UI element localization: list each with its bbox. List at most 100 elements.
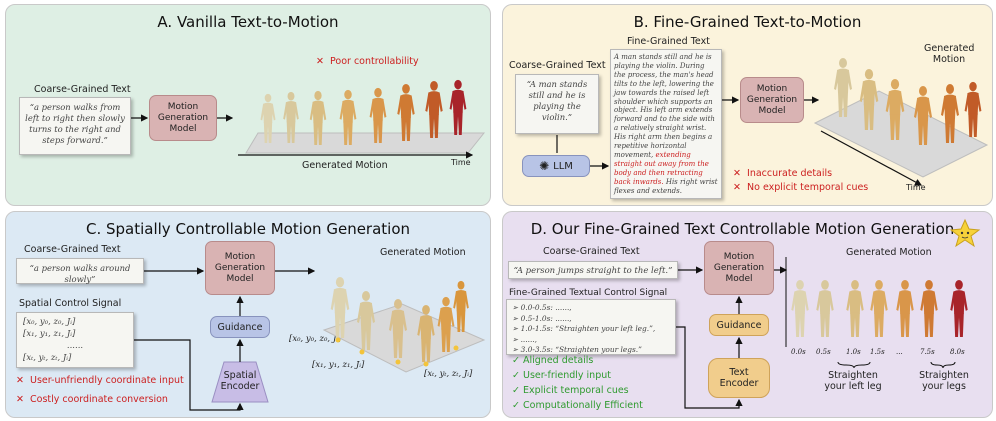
- benefit-item: ✓ User-friendly input: [512, 370, 611, 381]
- issue-item: ✕ Costly coordinate conversion: [16, 394, 168, 405]
- benefit-item: ✓ Computationally Efficient: [512, 400, 643, 411]
- coarse-text-quote: “A man stands still and he is playing th…: [515, 74, 599, 134]
- human-figure-icon: [330, 277, 350, 338]
- coord-label: [xₜ, yₜ, zₜ, Jᵢ]: [424, 369, 473, 379]
- motion-generation-model: Motion Generation Model: [149, 95, 217, 141]
- panel-c-graphics: [134, 267, 486, 411]
- issue-item: ✕ User-unfriendly coordinate input: [16, 375, 184, 386]
- time-tick-label: 1.5s: [870, 348, 885, 356]
- floor-plane: [813, 90, 989, 178]
- human-figure-icon: [816, 279, 834, 337]
- human-figure-icon: [309, 90, 327, 145]
- bullet-arrow-icon: ➢: [512, 334, 519, 344]
- human-figure-icon: [339, 89, 357, 145]
- motion-generation-model: Motion Generation Model: [740, 77, 804, 123]
- check-icon: ✓: [512, 400, 520, 411]
- time-tick-label: ...: [896, 348, 903, 356]
- guidance-box: Guidance: [709, 314, 769, 336]
- cross-icon: ✕: [733, 182, 741, 193]
- time-tick-label: 7.5s: [920, 348, 935, 356]
- human-figure-icon: [950, 279, 968, 337]
- check-icon: ✓: [512, 370, 520, 381]
- textual-signal-label: Fine-Grained Textual Control Signal: [509, 288, 668, 298]
- textual-signal-box: ➢ 0.0-0.5s: ......, ➢ 0.5-1.0s: ......, …: [506, 299, 676, 355]
- spatial-encoder-label: Spatial Encoder: [220, 370, 260, 392]
- bullet-arrow-icon: ➢: [512, 303, 519, 312]
- coarse-text-quote: “a person walks from left to right then …: [19, 97, 131, 155]
- human-figure-icon: [885, 79, 905, 140]
- human-figure-icon: [920, 279, 938, 337]
- coarse-text-label: Coarse-Grained Text: [509, 60, 606, 71]
- llm-logo-icon: ✺: [539, 158, 550, 173]
- cross-icon: ✕: [16, 375, 24, 386]
- coord-label: [x₁, y₁, z₁, Jᵢ]: [312, 360, 365, 370]
- cross-icon: ✕: [316, 56, 324, 67]
- panel-a-graphics: [131, 79, 486, 159]
- human-figure-icon: [791, 279, 809, 337]
- bullet-arrow-icon: ➢: [512, 313, 519, 323]
- coarse-text-label: Coarse-Grained Text: [543, 246, 640, 257]
- issue-item: ✕ Poor controllability: [316, 56, 419, 67]
- human-figure-icon: [260, 93, 276, 143]
- human-figure-row: [260, 79, 467, 145]
- coarse-text-label: Coarse-Grained Text: [34, 84, 131, 95]
- human-figure-icon: [896, 279, 914, 337]
- panel-spatial: C. Spatially Controllable Motion Generat…: [5, 211, 491, 418]
- human-figure-icon: [453, 280, 469, 332]
- human-figure-icon: [369, 87, 387, 143]
- check-icon: ✓: [512, 385, 520, 396]
- panel-d-graphics: [676, 218, 981, 409]
- generated-motion-label: Generated Motion: [846, 247, 932, 258]
- bullet-arrow-icon: ➢: [512, 345, 519, 354]
- human-figure-icon: [859, 69, 879, 130]
- fine-text-label: Fine-Grained Text: [627, 36, 710, 47]
- check-icon: ✓: [512, 355, 520, 366]
- guidance-box: Guidance: [210, 316, 270, 338]
- benefit-item: ✓ Explicit temporal cues: [512, 385, 629, 396]
- human-figure-icon: [834, 58, 852, 117]
- time-tick-label: 1.0s: [846, 348, 861, 356]
- human-figure-icon: [389, 299, 407, 358]
- llm-box: ✺LLM: [522, 155, 590, 177]
- arrow-icon: [134, 339, 244, 411]
- human-figure-icon: [417, 304, 435, 362]
- issue-item: ✕ Inaccurate details: [733, 168, 833, 179]
- human-figure-icon: [357, 291, 375, 350]
- time-tick-label: 0.0s: [791, 348, 806, 356]
- panel-fine-grained: B. Fine-Grained Text-to-Motion Coarse-Gr…: [502, 4, 993, 206]
- control-point-dots: [335, 337, 459, 367]
- human-figure-icon: [870, 279, 888, 337]
- time-tick-label: 0.5s: [816, 348, 831, 356]
- caption-left: Straighten your left leg: [824, 370, 882, 392]
- human-figure-icon: [425, 80, 443, 138]
- coarse-text-quote: “a person walks around slowly”: [16, 258, 144, 284]
- time-label: Time: [906, 183, 926, 192]
- panel-vanilla: A. Vanilla Text-to-Motion Coarse-Grained…: [5, 4, 491, 206]
- time-label: Time: [451, 158, 471, 167]
- motion-generation-model: Motion Generation Model: [205, 241, 275, 295]
- spatial-encoder-shape: [211, 361, 269, 403]
- human-figure-icon: [449, 79, 467, 135]
- spatial-signal-label: Spatial Control Signal: [19, 298, 122, 309]
- human-figure-icon: [941, 84, 959, 143]
- brace-left: [837, 361, 871, 369]
- bullet-arrow-icon: ➢: [512, 324, 519, 333]
- cross-icon: ✕: [733, 168, 741, 179]
- human-figure-icon: [846, 279, 864, 337]
- generated-motion-label: Generated Motion: [302, 160, 388, 171]
- human-figure-icon: [397, 83, 415, 141]
- issue-item: ✕ No explicit temporal cues: [733, 182, 869, 193]
- star-icon: [949, 218, 981, 248]
- human-figure-row: [791, 279, 968, 337]
- panel-title: C. Spatially Controllable Motion Generat…: [85, 220, 411, 238]
- panel-title: A. Vanilla Text-to-Motion: [157, 13, 339, 31]
- human-figure-row: [330, 277, 469, 367]
- cross-icon: ✕: [16, 394, 24, 405]
- arrow-icon: [676, 326, 743, 409]
- panel-title: B. Fine-Grained Text-to-Motion: [633, 13, 862, 31]
- caption-right: Straighten your legs: [919, 370, 969, 392]
- generated-motion-label: Generated Motion: [380, 247, 466, 258]
- panel-title: D. Our Fine-Grained Text Controllable Mo…: [530, 220, 955, 238]
- generated-motion-label: Generated Motion: [924, 43, 975, 65]
- coord-label: [x₀, y₀, z₀, Jᵢ]: [289, 334, 342, 344]
